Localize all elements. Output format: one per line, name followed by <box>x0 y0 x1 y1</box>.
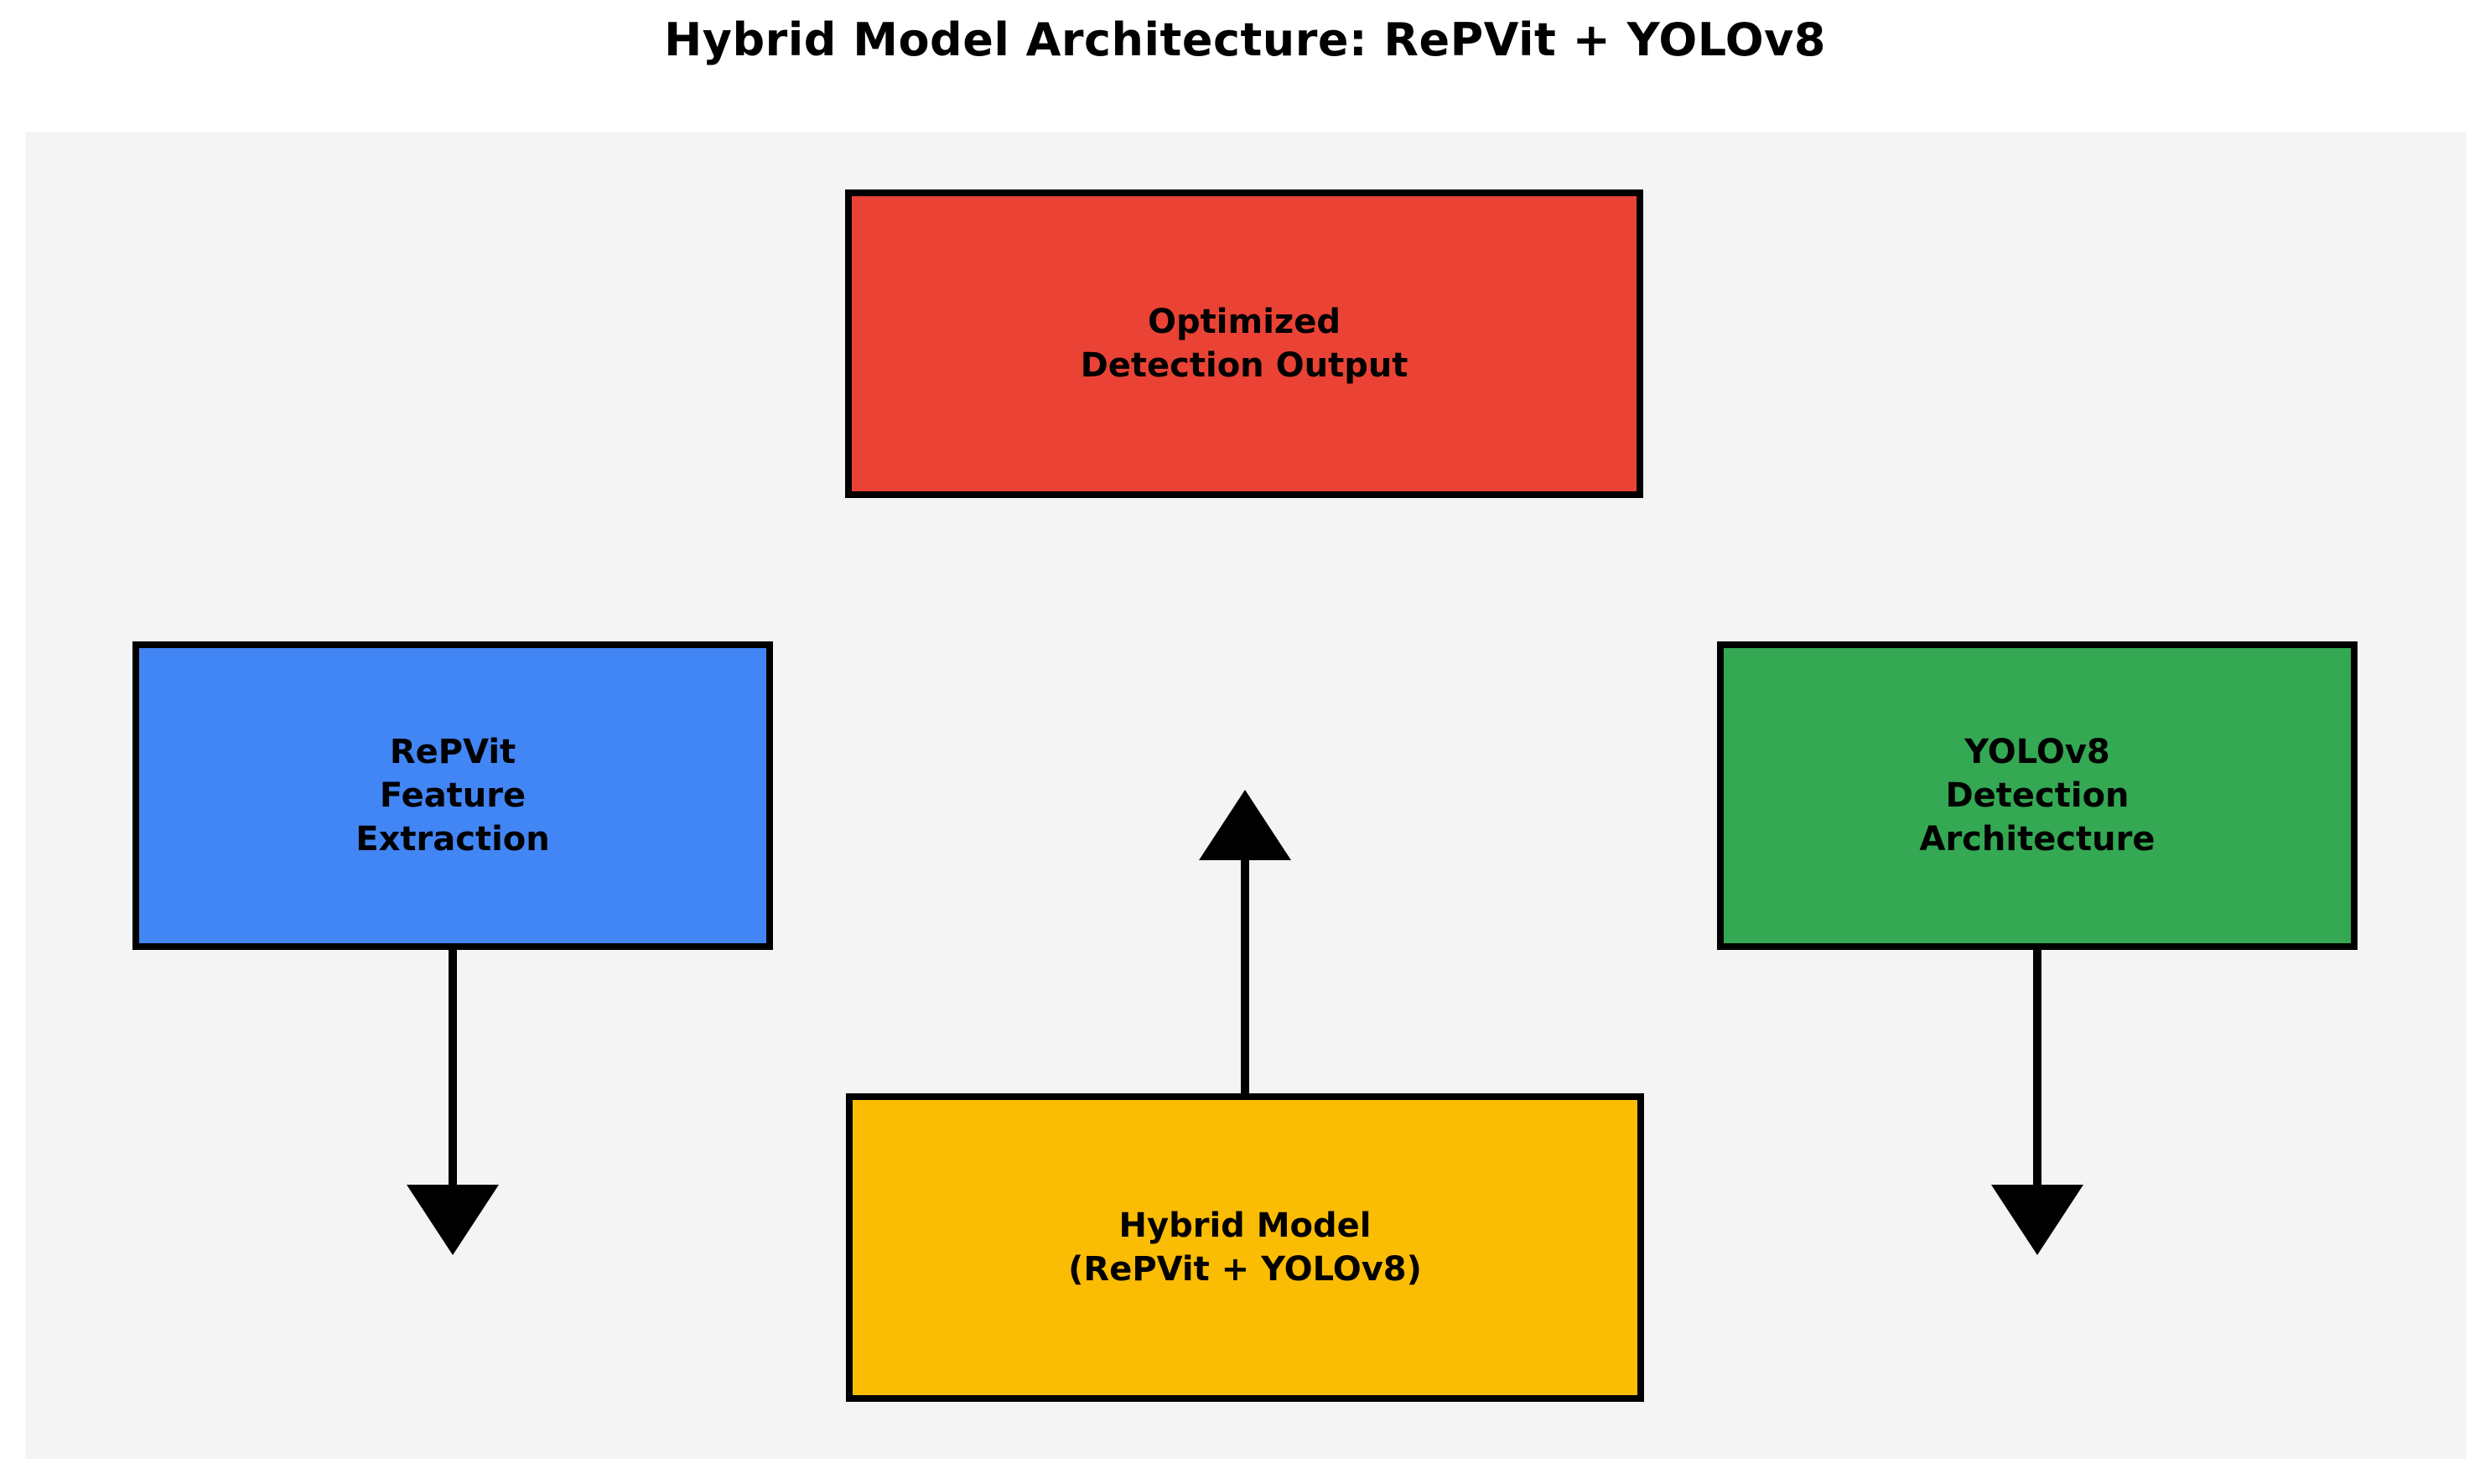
arrow-hybrid-up-line <box>1241 859 1249 1093</box>
arrow-hybrid-up-head-icon <box>1199 790 1291 860</box>
diagram-title: Hybrid Model Architecture: RePVit + YOLO… <box>664 13 1826 66</box>
node-optimized-detection-output: Optimized Detection Output <box>845 189 1643 498</box>
arrow-yolov8-down-head-icon <box>1991 1185 2083 1255</box>
node-hybrid-model: Hybrid Model (RePVit + YOLOv8) <box>846 1093 1644 1402</box>
node-optimized-detection-output-label: Optimized Detection Output <box>1080 303 1408 385</box>
arrow-yolov8-down-line <box>2033 950 2041 1186</box>
node-repvit-feature-extraction-label: RePVit Feature Extraction <box>355 733 550 859</box>
node-repvit-feature-extraction: RePVit Feature Extraction <box>132 641 773 950</box>
arrow-repvit-down-head-icon <box>407 1185 499 1255</box>
arrow-repvit-down-line <box>449 950 457 1186</box>
node-hybrid-model-label: Hybrid Model (RePVit + YOLOv8) <box>1068 1206 1422 1289</box>
node-yolov8-detection-architecture: YOLOv8 Detection Architecture <box>1717 641 2358 950</box>
node-yolov8-detection-architecture-label: YOLOv8 Detection Architecture <box>1919 733 2155 859</box>
